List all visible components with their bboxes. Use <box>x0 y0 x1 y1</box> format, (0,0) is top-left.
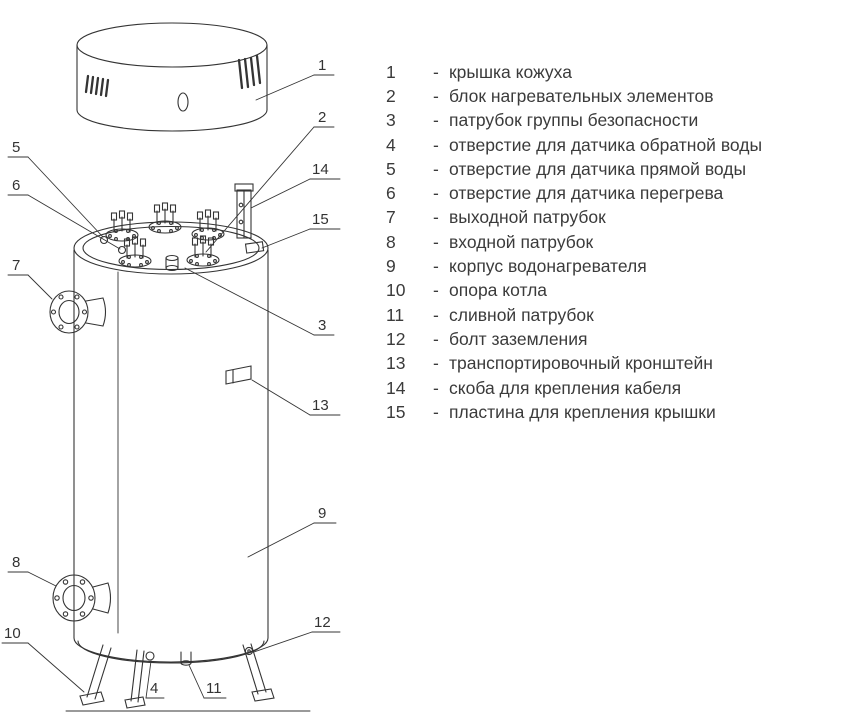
water-heater-drawing: 1 2 3 4 5 6 7 8 9 10 11 12 13 14 15 <box>1 22 341 712</box>
legend-item-dash: - <box>433 256 439 277</box>
legend-item-dash: - <box>433 61 439 82</box>
callout-4: 4 <box>150 680 158 697</box>
legend-item: 2 -блок нагревательных элементов <box>386 84 762 108</box>
legend-item-dash: - <box>433 85 439 106</box>
legend-item: 7 -выходной патрубок <box>386 206 762 230</box>
legend-item-text: болт заземления <box>449 328 588 349</box>
legend-item-text: корпус водонагревателя <box>449 256 647 277</box>
legend-item-dash: - <box>433 134 439 155</box>
legend-item: 11 -сливной патрубок <box>386 303 762 327</box>
legend-item-text: отверстие для датчика обратной воды <box>449 134 763 155</box>
callout-6: 6 <box>12 177 20 194</box>
grounding-bolt <box>244 646 254 656</box>
callout-leader-lines <box>1 74 341 699</box>
legend-item-text: крышка кожуха <box>449 61 572 82</box>
callout-11: 11 <box>206 680 222 697</box>
legend-item-dash: - <box>433 304 439 325</box>
legend-item-text: отверстие для датчика перегрева <box>449 183 724 204</box>
legend-item-number: 11 <box>386 304 405 325</box>
legend-item-number: 6 <box>386 183 396 204</box>
callout-14: 14 <box>312 161 329 178</box>
vent-slots-left <box>84 74 110 98</box>
legend-item-dash: - <box>433 158 439 179</box>
legend-item-text: патрубок группы безопасности <box>449 110 699 131</box>
legend-item-number: 5 <box>386 158 396 179</box>
legend-item-number: 4 <box>386 134 396 155</box>
legend-item: 10 -опора котла <box>386 279 762 303</box>
callout-numbers: 1 2 3 4 5 6 7 8 9 10 11 12 13 14 15 <box>4 57 331 697</box>
legend-item: 9 -корпус водонагревателя <box>386 254 762 278</box>
legend-item: 3 -патрубок группы безопасности <box>386 109 762 133</box>
callout-12: 12 <box>314 614 331 631</box>
legend-item-number: 9 <box>386 256 396 277</box>
legend-item-text: отверстие для датчика прямой воды <box>449 158 747 179</box>
legend-item: 6 -отверстие для датчика перегрева <box>386 181 762 205</box>
legend-item-number: 1 <box>386 61 396 82</box>
legend-item-number: 14 <box>386 377 406 398</box>
legend-item-dash: - <box>433 401 439 422</box>
legend-item: 14 -скоба для крепления кабеля <box>386 376 762 400</box>
heating-elements-block <box>105 202 225 268</box>
transport-bracket <box>225 365 252 385</box>
legend-item-text: скоба для крепления кабеля <box>449 377 682 398</box>
legend-item-dash: - <box>433 280 439 301</box>
legend-item-number: 8 <box>386 231 396 252</box>
legend-item-dash: - <box>433 328 439 349</box>
legend-item-text: транспортировочный кронштейн <box>449 353 713 374</box>
cover-fixing-plate <box>244 241 265 254</box>
legend-item-number: 7 <box>386 207 396 228</box>
callout-9: 9 <box>318 505 326 522</box>
drain-fitting <box>180 651 192 666</box>
callout-7: 7 <box>12 257 20 274</box>
callout-10: 10 <box>4 625 21 642</box>
callout-8: 8 <box>12 554 20 571</box>
safety-group-port <box>165 254 179 272</box>
outlet-flange <box>49 290 107 334</box>
handle-slot <box>177 92 189 112</box>
legend-item-dash: - <box>433 377 439 398</box>
legend-item-number: 13 <box>386 353 406 374</box>
legend-item: 1 -крышка кожуха <box>386 60 762 84</box>
legend-item-text: пластина для крепления крышки <box>449 401 716 422</box>
legend-item-dash: - <box>433 231 439 252</box>
legend-item: 13 -транспортировочный кронштейн <box>386 352 762 376</box>
legend-item: 12 -болт заземления <box>386 327 762 351</box>
inlet-flange <box>52 574 112 622</box>
legend-item-text: блок нагревательных элементов <box>449 85 714 106</box>
return-water-sensor-hole <box>145 651 155 661</box>
legend-item-number: 15 <box>386 401 406 422</box>
legend-item-dash: - <box>433 353 439 374</box>
legend-item-number: 10 <box>386 280 406 301</box>
legend-item-number: 2 <box>386 85 396 106</box>
callout-13: 13 <box>312 397 329 414</box>
legend-item-number: 12 <box>386 328 406 349</box>
callout-5: 5 <box>12 139 20 156</box>
legend-item: 15 -пластина для крепления крышки <box>386 400 762 424</box>
vent-slots-right <box>237 54 262 90</box>
legend-item-text: выходной патрубок <box>449 207 606 228</box>
legend-item-text: сливной патрубок <box>449 304 594 325</box>
cover-cap <box>76 22 268 132</box>
cable-clamp-bracket <box>234 183 254 239</box>
legend-item-text: опора котла <box>449 280 548 301</box>
legend-item: 5 -отверстие для датчика прямой воды <box>386 157 762 181</box>
callout-15: 15 <box>312 211 329 228</box>
legend-item-dash: - <box>433 183 439 204</box>
legend: 1-крышка кожуха 2-блок нагревательных эл… <box>386 60 762 424</box>
legend-item-dash: - <box>433 207 439 228</box>
tank-body <box>73 221 269 664</box>
legend-item-dash: - <box>433 110 439 131</box>
legend-item: 4 -отверстие для датчика обратной воды <box>386 133 762 157</box>
support-legs <box>79 643 275 709</box>
sensor-holes <box>99 235 127 255</box>
legend-item-number: 3 <box>386 110 396 131</box>
legend-item-text: входной патрубок <box>449 231 594 252</box>
callout-2: 2 <box>318 109 326 126</box>
legend-item: 8 -входной патрубок <box>386 230 762 254</box>
callout-3: 3 <box>318 317 326 334</box>
callout-1: 1 <box>318 57 326 74</box>
